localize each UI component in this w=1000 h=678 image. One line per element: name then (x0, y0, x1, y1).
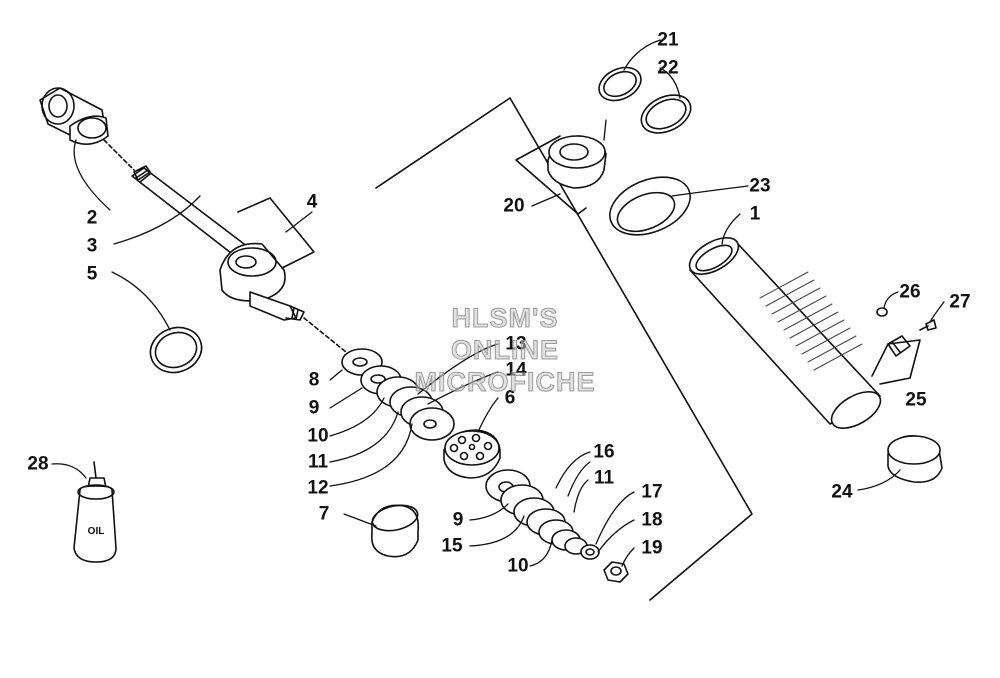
part-2-shaft-eye (39, 87, 109, 145)
callout-25: 25 (905, 389, 927, 411)
callout-6: 6 (504, 387, 516, 409)
callout-21: 21 (657, 29, 679, 51)
part-26-cap (876, 307, 888, 317)
callout-24: 24 (831, 481, 853, 503)
callout-22: 22 (657, 57, 679, 79)
part-6-piston (443, 429, 501, 479)
oil-bottle-label: OIL (87, 526, 105, 537)
part-5-o-ring (149, 326, 203, 374)
part-4-piston-body (219, 242, 305, 321)
part-20-seal-head (547, 135, 607, 189)
callout-4: 4 (306, 191, 318, 213)
leader-lines (51, 39, 945, 567)
callout-10-lower: 10 (507, 555, 529, 577)
callout-9: 9 (308, 397, 320, 419)
part-21-ring (598, 66, 642, 102)
callout-2: 2 (86, 207, 98, 229)
washer-stack-upper (341, 348, 455, 441)
callout-17: 17 (641, 481, 663, 503)
part-3-shaft (131, 165, 253, 261)
callout-27: 27 (949, 291, 971, 313)
part-23-bumper-ring (609, 176, 691, 236)
bracket-20 (515, 135, 587, 215)
callout-14: 14 (505, 359, 527, 381)
callout-1: 1 (749, 203, 761, 225)
callout-19: 19 (641, 537, 663, 559)
callout-5: 5 (86, 263, 98, 285)
washer-stack-lower (485, 469, 588, 555)
callout-23: 23 (749, 175, 771, 197)
part-17-washer (580, 544, 600, 560)
part-22-ring (640, 94, 692, 134)
callout-18: 18 (641, 509, 663, 531)
part-24-end-cap (887, 435, 943, 484)
part-19-nut (603, 561, 629, 583)
part-28-oil-bottle (73, 461, 117, 563)
callout-26: 26 (899, 281, 921, 303)
callout-28: 28 (27, 453, 49, 475)
callout-13: 13 (505, 333, 527, 355)
bracket-4 (237, 197, 315, 269)
callout-9-lower: 9 (452, 509, 464, 531)
callout-10: 10 (307, 425, 329, 447)
callout-12: 12 (307, 477, 329, 499)
callout-8: 8 (308, 369, 320, 391)
part-1-shock-body (688, 237, 882, 429)
callout-15: 15 (441, 535, 463, 557)
part-25-valve (887, 335, 911, 357)
callout-3: 3 (86, 235, 98, 257)
part-7-piston-band (371, 504, 420, 558)
bracket-25 (871, 339, 921, 385)
centerline (103, 139, 135, 171)
bracket-valve-assembly (375, 97, 753, 601)
callout-16: 16 (593, 441, 615, 463)
callout-11-lower: 11 (593, 467, 615, 489)
centerline (303, 317, 347, 353)
part-27-screw (919, 319, 937, 331)
callout-20: 20 (503, 195, 525, 217)
callout-7: 7 (318, 503, 330, 525)
callout-11: 11 (307, 451, 329, 473)
